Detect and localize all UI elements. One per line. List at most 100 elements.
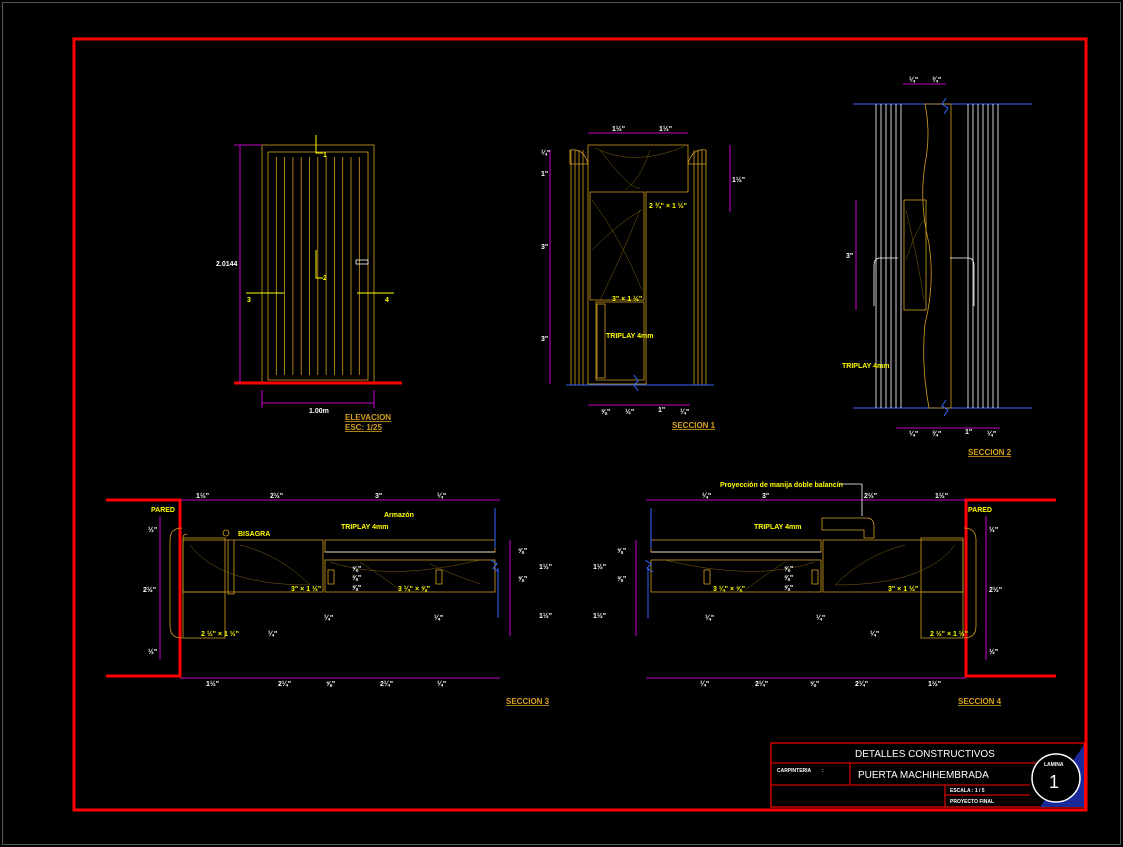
s1-dim-left-1: ¼" bbox=[541, 149, 550, 157]
seccion-2: ¼" ¾" 3" ¼" ¾" 1" ¼" TRIPLAY 4mm SECCION… bbox=[842, 76, 1032, 457]
s3-dim-bot-3: ⅝" bbox=[326, 681, 335, 688]
s1-dim-left-2: 1" bbox=[541, 171, 548, 178]
s4-label-2: 3" × 1 ½" bbox=[888, 585, 918, 593]
elev-mark-1: 1 bbox=[323, 152, 327, 159]
s1-dim-left-3: 3" bbox=[541, 244, 548, 251]
s3-label-3: 2 ½" × 1 ½" bbox=[201, 630, 239, 638]
tb-project: PROYECTO FINAL bbox=[950, 799, 994, 805]
tb-door-name: PUERTA MACHIHEMBRADA bbox=[858, 770, 989, 781]
s2-dim-bot-1: ¼" bbox=[909, 430, 918, 438]
elev-mark-2: 2 bbox=[323, 275, 327, 282]
s3-dim-top-3: 3" bbox=[375, 493, 382, 500]
s4-dim-top-2: 3" bbox=[762, 493, 769, 500]
s4-label-3: 2 ½" × 1 ½" bbox=[930, 630, 968, 638]
s1-label-3: TRIPLAY 4mm bbox=[606, 333, 653, 340]
s3-dim-bot-4: 2¼" bbox=[380, 680, 393, 688]
s3-dim-mid-2: ⅝" bbox=[352, 575, 361, 582]
s1-label-1: 2 ¾" × 1 ½" bbox=[649, 202, 687, 210]
tb-discipline: CARPINTERIA bbox=[777, 768, 812, 774]
tb-sheet-number: 1 bbox=[1049, 772, 1059, 792]
elev-title: ELEVACION bbox=[345, 413, 391, 422]
s3-dim-bot-2: 2¼" bbox=[278, 680, 291, 688]
elev-mark-3: 3 bbox=[247, 297, 251, 304]
s3-label-1: 3" × 1 ½" bbox=[291, 585, 321, 593]
s4-triplay-label: TRIPLAY 4mm bbox=[754, 524, 801, 531]
s3-dim-mid-5: ¼" bbox=[324, 614, 333, 622]
s3-dim-mid-4: ¼" bbox=[268, 630, 277, 638]
s3-dim-bot-5: ¼" bbox=[437, 680, 446, 688]
elevation-view: 1 2 3 4 2.0144 1.00m ELEVACION ESC: 1/25 bbox=[216, 135, 402, 432]
tb-scale: ESCALA : 1 / 5 bbox=[950, 788, 985, 794]
elev-height-dim: 2.0144 bbox=[216, 261, 238, 268]
s1-dim-right: 1½" bbox=[732, 176, 745, 184]
s4-dim-bot-3: ⅝" bbox=[810, 681, 819, 688]
s3-dim-left-3: ½" bbox=[148, 648, 157, 656]
s4-dim-top-3: 2½" bbox=[864, 492, 877, 500]
s2-dim-bot-2: ¾" bbox=[932, 430, 941, 438]
s3-dim-top-1: 1½" bbox=[196, 492, 209, 500]
s2-dim-left: 3" bbox=[846, 253, 853, 260]
s4-dim-left-3: 1½" bbox=[593, 563, 606, 571]
s4-dim-mid-2: ⅝" bbox=[784, 575, 793, 582]
s1-dim-bot-2: ½" bbox=[625, 408, 634, 416]
s4-dim-bot-2: 2¼" bbox=[755, 680, 768, 688]
s3-dim-right-2: ⅝" bbox=[518, 576, 527, 583]
s1-dim-left-4: 3" bbox=[541, 336, 548, 343]
s3-title: SECCION 3 bbox=[506, 697, 550, 706]
s4-dim-mid-1: ⅝" bbox=[784, 566, 793, 573]
s4-dim-mid-4: ¼" bbox=[705, 614, 714, 622]
s3-dim-mid-3: ⅝" bbox=[352, 585, 361, 592]
s4-dim-mid-6: ¼" bbox=[870, 630, 879, 638]
s1-dim-bot-1: ⅝" bbox=[601, 409, 610, 416]
s4-dim-top-4: 1½" bbox=[935, 492, 948, 500]
s2-dim-top-1: ¼" bbox=[909, 76, 918, 84]
s3-hinge-label: BISAGRA bbox=[238, 531, 270, 538]
s4-handle-label: Proyección de manija doble balancín bbox=[720, 482, 843, 489]
s3-armazon-label: Armazón bbox=[384, 512, 414, 519]
s4-dim-left-2: ⅝" bbox=[617, 576, 626, 583]
s4-dim-right-1: ½" bbox=[989, 526, 998, 534]
s3-label-2: 3 ¼" × ⅝" bbox=[398, 585, 430, 593]
s3-dim-top-4: ¼" bbox=[437, 492, 446, 500]
s2-title: SECCION 2 bbox=[968, 448, 1012, 457]
seccion-1: 1½" 1½" ¼" 1" 3" 3" 1½" ⅝" ½" 1" ¼" 2 ¾"… bbox=[541, 125, 745, 430]
s4-dim-bot-4: 2¼" bbox=[855, 680, 868, 688]
s3-dim-right-3: 1½" bbox=[539, 563, 552, 571]
drawing-frame bbox=[72, 37, 1088, 812]
s3-dim-left-2: 2½" bbox=[143, 586, 156, 594]
s2-dim-bot-4: ¼" bbox=[987, 430, 996, 438]
s3-dim-right-1: ⅝" bbox=[518, 548, 527, 555]
s3-dim-mid-6: ¼" bbox=[434, 614, 443, 622]
seccion-3: 1½" 2½" 3" ¼" 1½" 2¼" ⅝" 2¼" ¼" ½" 2½" ½… bbox=[106, 492, 552, 706]
s2-dim-bot-3: 1" bbox=[965, 429, 972, 436]
s4-label-1: 3 ¼" × ⅝" bbox=[713, 585, 745, 593]
s3-triplay-label: TRIPLAY 4mm bbox=[341, 524, 388, 531]
s4-dim-mid-3: ⅝" bbox=[784, 585, 793, 592]
s4-dim-bot-5: 1½" bbox=[928, 680, 941, 688]
s1-dim-top-1: 1½" bbox=[612, 125, 625, 133]
s3-dim-right-4: 1½" bbox=[539, 612, 552, 620]
s1-dim-bot-3: 1" bbox=[658, 407, 665, 414]
s1-title: SECCION 1 bbox=[672, 421, 716, 430]
s1-label-2: 3" × 1 ½" bbox=[612, 295, 642, 303]
tb-separator: : bbox=[822, 768, 824, 774]
s3-wall-label: PARED bbox=[151, 507, 175, 514]
s4-dim-bot-1: ¼" bbox=[700, 680, 709, 688]
s2-dim-top-2: ¾" bbox=[932, 76, 941, 84]
s4-dim-mid-5: ¼" bbox=[816, 614, 825, 622]
s3-dim-mid-1: ⅝" bbox=[352, 566, 361, 573]
tb-main-title: DETALLES CONSTRUCTIVOS bbox=[855, 749, 995, 760]
s4-dim-right-2: 2½" bbox=[989, 586, 1002, 594]
s3-dim-top-2: 2½" bbox=[270, 492, 283, 500]
s4-dim-right-3: ½" bbox=[989, 648, 998, 656]
s4-title: SECCION 4 bbox=[958, 697, 1002, 706]
elev-scale: ESC: 1/25 bbox=[345, 423, 382, 432]
s4-dim-left-1: ⅝" bbox=[617, 548, 626, 555]
title-block: DETALLES CONSTRUCTIVOS CARPINTERIA : PUE… bbox=[770, 742, 1085, 808]
seccion-4: ¼" 3" 2½" 1½" ¼" 2¼" ⅝" 2¼" 1½" ½" 2½" ½… bbox=[593, 482, 1056, 706]
s4-dim-top-1: ¼" bbox=[702, 492, 711, 500]
s4-wall-label: PARED bbox=[968, 507, 992, 514]
s1-dim-top-2: 1½" bbox=[659, 125, 672, 133]
